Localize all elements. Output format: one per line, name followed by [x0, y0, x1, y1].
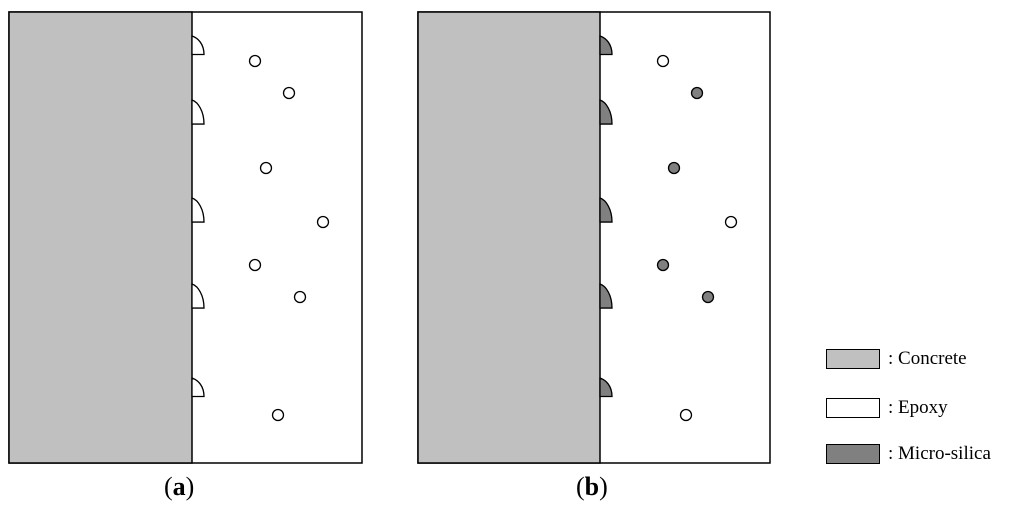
panel-a-label: (a) [164, 474, 194, 500]
panel-b [417, 11, 771, 464]
panel-a-bump [191, 283, 205, 309]
panel-a-particles [248, 54, 330, 422]
panel-a-bump [191, 377, 205, 398]
panel-b-bump [599, 99, 613, 125]
panel-a-particle [259, 161, 273, 175]
panel-b-particle [656, 54, 670, 68]
legend-swatch-micro-silica [826, 444, 880, 464]
panel-a-label-letter: a [172, 472, 186, 501]
panel-a-bump [191, 197, 205, 223]
panel-b-particle [724, 215, 738, 229]
legend-item-concrete: : Concrete [826, 347, 967, 371]
legend-label-concrete: : Concrete [888, 348, 967, 369]
panel-b-concrete-region [417, 11, 601, 464]
panel-a-particle [282, 86, 296, 100]
panel-a-label-open: ( [164, 472, 173, 501]
panel-b-bump [599, 283, 613, 309]
panel-b-particle [667, 161, 681, 175]
panel-b-label-close: ) [599, 472, 608, 501]
legend-swatch-epoxy [826, 398, 880, 418]
panel-b-bump [599, 35, 613, 56]
panel-a-label-close: ) [185, 472, 195, 501]
legend-item-micro-silica: : Micro-silica [826, 442, 991, 466]
panel-a-particle [271, 408, 285, 422]
panel-a-particle [293, 290, 307, 304]
panel-b-label-letter: b [584, 472, 600, 501]
panel-a-bump [191, 35, 205, 56]
panel-a-concrete-region [8, 11, 193, 464]
panel-a-bump [191, 99, 205, 125]
panel-a-particle [248, 258, 262, 272]
panel-a-interface-bumps [191, 35, 205, 398]
panel-a-particle [316, 215, 330, 229]
panel-b-label-open: ( [576, 472, 585, 501]
legend-item-epoxy: : Epoxy [826, 396, 948, 420]
legend-swatch-concrete [826, 349, 880, 369]
panel-b-bump [599, 197, 613, 223]
panel-b-bump [599, 377, 613, 398]
panel-b-particle [701, 290, 715, 304]
panel-b-particles [656, 54, 738, 422]
legend-label-epoxy: : Epoxy [888, 397, 948, 418]
panel-b-particle [679, 408, 693, 422]
panel-a-particle [248, 54, 262, 68]
panel-b-particle [690, 86, 704, 100]
panel-b-particle [656, 258, 670, 272]
legend-label-micro-silica: : Micro-silica [888, 443, 991, 464]
panel-b-interface-bumps [599, 35, 613, 398]
panel-b-label: (b) [576, 474, 608, 500]
panel-a [8, 11, 363, 464]
